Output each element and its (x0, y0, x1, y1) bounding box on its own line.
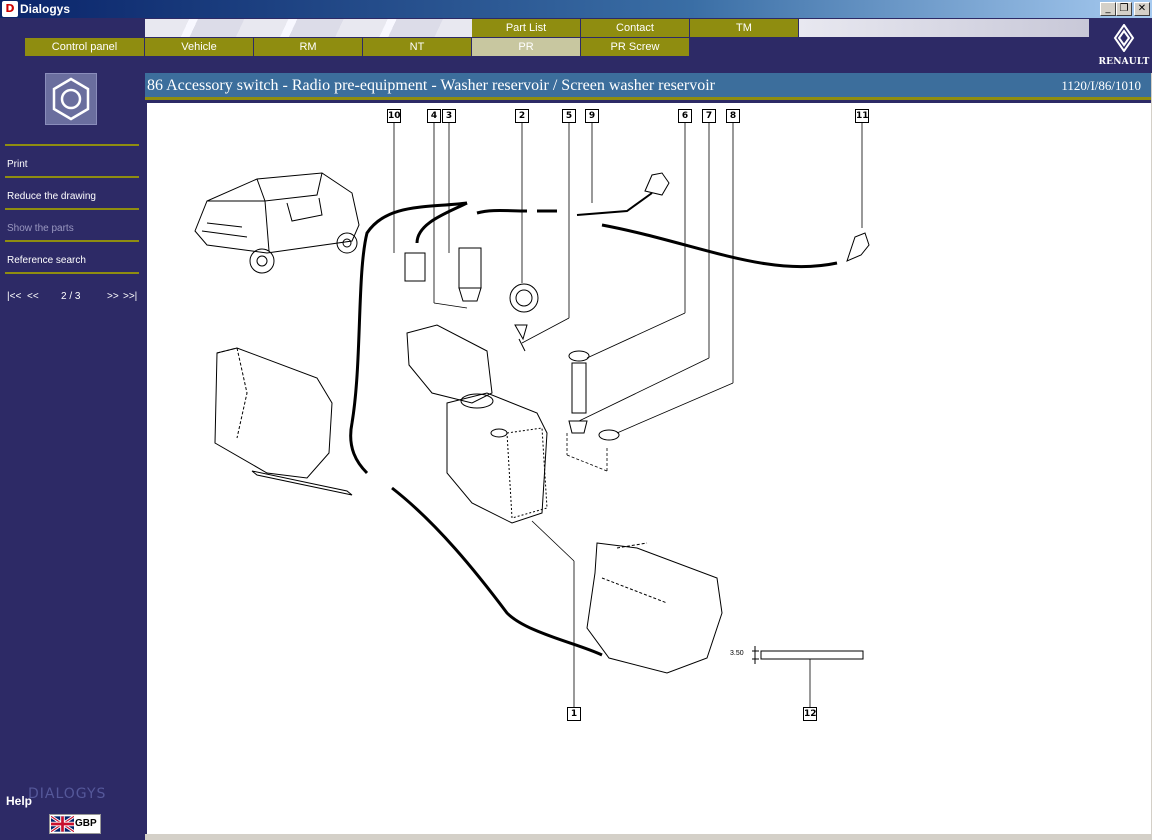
sidebar-item-reference-search[interactable]: Reference search (7, 255, 86, 266)
help-link[interactable]: Help (6, 794, 33, 808)
currency-button[interactable]: GBP (49, 814, 101, 834)
callout-label[interactable]: 7 (702, 109, 716, 123)
brand-name: RENAULT (1098, 57, 1150, 67)
callout-label[interactable]: 6 (678, 109, 692, 123)
nav-decoration (145, 19, 472, 37)
callout-label[interactable]: 4 (427, 109, 441, 123)
tab-vehicle[interactable]: Vehicle (145, 38, 254, 56)
tab-rm[interactable]: RM (254, 38, 363, 56)
exploded-diagram[interactable]: 10 4 3 2 5 9 6 7 8 11 1 12 3.50 (147, 103, 1151, 834)
sidebar-divider (5, 240, 139, 242)
pager-first-button[interactable]: |<< (7, 291, 22, 302)
callout-label[interactable]: 2 (515, 109, 529, 123)
sidebar: Print Reduce the drawing Show the parts … (0, 73, 145, 840)
tab-part-list[interactable]: Part List (472, 19, 581, 37)
callout-label[interactable]: 10 (387, 109, 401, 123)
app-icon: D (2, 1, 18, 17)
tab-nt[interactable]: NT (363, 38, 472, 56)
currency-label: GBP (75, 818, 97, 829)
nav-decoration-right (799, 19, 1089, 37)
pager-next-button[interactable]: >> (107, 291, 119, 302)
page-header: 86 Accessory switch - Radio pre-equipmen… (145, 73, 1151, 100)
callout-label[interactable]: 8 (726, 109, 740, 123)
page-reference: 1120/I/86/1010 (1061, 78, 1141, 93)
close-button[interactable]: ✕ (1134, 2, 1150, 16)
sidebar-item-show-parts: Show the parts (7, 223, 74, 234)
uk-flag-icon (51, 816, 74, 832)
callout-label[interactable]: 1 (567, 707, 581, 721)
callout-label[interactable]: 12 (803, 707, 817, 721)
callout-label[interactable]: 5 (562, 109, 576, 123)
sidebar-divider (5, 272, 139, 274)
title-bar: D Dialogys _ ❐ ✕ (0, 0, 1152, 18)
pager-last-button[interactable]: >>| (123, 291, 138, 302)
minimize-button[interactable]: _ (1100, 2, 1116, 16)
page-title: 86 Accessory switch - Radio pre-equipmen… (147, 77, 715, 94)
renault-diamond-icon (1113, 23, 1135, 53)
bolt-icon (45, 73, 97, 125)
status-strip (145, 834, 1152, 840)
sidebar-divider (5, 144, 139, 146)
tab-tm[interactable]: TM (690, 19, 799, 37)
callout-label[interactable]: 11 (855, 109, 869, 123)
window-title: Dialogys (20, 2, 71, 16)
pager-prev-button[interactable]: << (27, 291, 39, 302)
sidebar-item-reduce-drawing[interactable]: Reduce the drawing (7, 191, 96, 202)
callout-label[interactable]: 9 (585, 109, 599, 123)
tab-pr-screw[interactable]: PR Screw (581, 38, 690, 56)
callout-label[interactable]: 3 (442, 109, 456, 123)
diagram-drawing (194, 123, 870, 707)
tab-control-panel[interactable]: Control panel (25, 38, 145, 56)
sidebar-divider (5, 208, 139, 210)
sidebar-divider (5, 176, 139, 178)
tab-contact[interactable]: Contact (581, 19, 690, 37)
tab-pr[interactable]: PR (472, 38, 581, 56)
restore-button[interactable]: ❐ (1116, 2, 1132, 16)
renault-logo: RENAULT (1097, 23, 1151, 68)
dimension-label: 3.50 (730, 650, 744, 657)
dialogys-watermark: DIALOGYS (28, 786, 107, 802)
car-illustration (194, 172, 360, 274)
pager-page-indicator: 2 / 3 (61, 291, 81, 302)
sidebar-item-print[interactable]: Print (7, 159, 28, 170)
